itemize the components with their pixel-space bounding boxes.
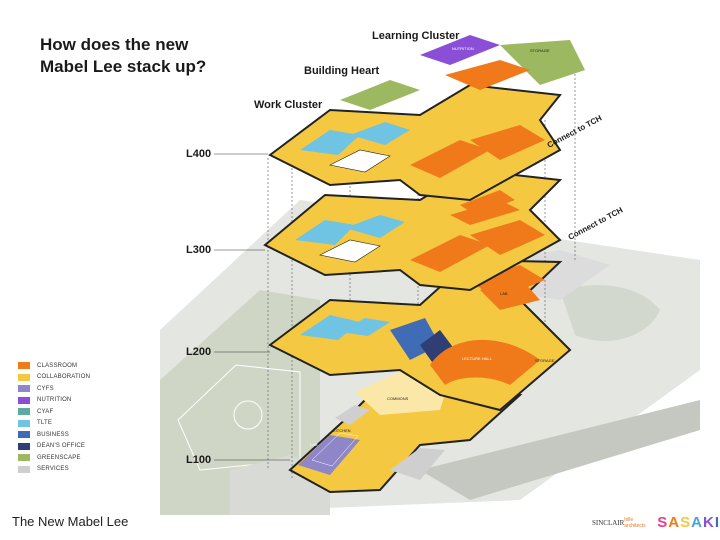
sinclair-logo: SINCLAIR: [592, 518, 625, 527]
legend-label: SERVICES: [37, 466, 69, 473]
legend-swatch: [18, 442, 30, 450]
legend-item: DEAN'S OFFICE: [18, 441, 90, 453]
tlte-zone-l400: [300, 130, 360, 155]
room-label-nutrition: NUTRITION: [452, 46, 474, 51]
legend-label: TLTE: [37, 420, 53, 427]
classroom-zone-l300: [410, 235, 490, 272]
callout-building-heart: Building Heart: [304, 65, 380, 77]
legend-label: NUTRITION: [37, 397, 72, 404]
legend-item: CYFS: [18, 383, 90, 395]
legend-label: GREENSCAPE: [37, 454, 81, 461]
legend-swatch: [18, 362, 30, 370]
plaza-landscape: [560, 285, 660, 341]
room-label-commons: COMMONS: [387, 396, 409, 401]
legend-swatch: [18, 396, 30, 404]
legend-swatch: [18, 408, 30, 416]
room-label-lab-l100: LAB: [310, 442, 318, 447]
level-labels: L400 L300 L200 L100: [186, 148, 290, 466]
sasaki-letter: A: [668, 514, 681, 531]
legend-swatch: [18, 419, 30, 427]
callout-connect-lower: Connect to TCH: [567, 205, 625, 241]
floor-l400: [268, 35, 585, 215]
legend-swatch: [18, 431, 30, 439]
room-label-kitchen: KITCHEN: [333, 428, 351, 433]
room-label-storage-l200: STORAGE: [535, 358, 555, 363]
legend-label: CYFS: [37, 385, 54, 392]
legend-item: BUSINESS: [18, 429, 90, 441]
legend-swatch: [18, 454, 30, 462]
level-label-l100: L100: [186, 454, 211, 466]
building-heart-greenscape: [340, 80, 420, 110]
lecture-hall-zone: [430, 339, 540, 385]
sasaki-letter: S: [680, 514, 692, 531]
footer-title: The New Mabel Lee: [12, 514, 129, 529]
legend-swatch: [18, 373, 30, 381]
legend-item: SERVICES: [18, 464, 90, 476]
level-label-l300: L300: [186, 244, 211, 256]
title-line-1: How does the new: [40, 35, 189, 54]
legend-swatch: [18, 385, 30, 393]
level-label-l200: L200: [186, 346, 211, 358]
legend-label: COLLABORATION: [37, 374, 91, 381]
floor-l200: [268, 258, 572, 412]
kitchen-zone: [335, 405, 370, 425]
sasaki-logo: SASAKI: [657, 514, 720, 531]
classroom-zone-l400: [410, 140, 490, 178]
legend-label: CLASSROOM: [37, 362, 78, 369]
room-labels: NUTRITION STORAGE LAB LECTURE HALL STORA…: [310, 46, 555, 447]
sasaki-letter: K: [702, 514, 715, 531]
legend-label: BUSINESS: [37, 431, 69, 438]
room-label-lecture-hall: LECTURE HALL: [462, 356, 493, 361]
legend-item: CLASSROOM: [18, 360, 90, 372]
legend-label: CYAF: [37, 408, 54, 415]
sasaki-letter: S: [657, 514, 669, 531]
nutrition-zone: [420, 35, 500, 65]
legend-item: CYAF: [18, 406, 90, 418]
firm-logos: SINCLAIR hille architects SASAKI: [592, 514, 720, 531]
room-label-lab-l200: LAB: [500, 291, 508, 296]
hille-logo: hille architects: [624, 516, 646, 529]
room-label-storage-top: STORAGE: [530, 48, 550, 53]
legend-item: COLLABORATION: [18, 372, 90, 384]
learning-cluster-greenscape: [500, 40, 585, 85]
legend-item: NUTRITION: [18, 395, 90, 407]
callout-learning-cluster: Learning Cluster: [372, 30, 460, 42]
tlte-zone-l300: [295, 220, 355, 245]
sasaki-letter: A: [691, 514, 703, 531]
legend-item: TLTE: [18, 418, 90, 430]
callout-connect-upper: Connect to TCH: [546, 113, 604, 149]
legend-item: GREENSCAPE: [18, 452, 90, 464]
level-label-l400: L400: [186, 148, 211, 160]
legend-swatch: [18, 465, 30, 473]
legend-label: DEAN'S OFFICE: [37, 443, 86, 450]
road: [420, 400, 700, 500]
sasaki-letter: I: [714, 514, 720, 531]
page-title: How does the new Mabel Lee stack up?: [40, 34, 206, 78]
callout-work-cluster: Work Cluster: [254, 99, 323, 111]
cyfs-zone: [298, 435, 360, 475]
title-line-2: Mabel Lee stack up?: [40, 57, 207, 76]
legend: CLASSROOM COLLABORATION CYFS NUTRITION CYAF T…: [18, 360, 90, 475]
tlte-zone-l200: [300, 315, 360, 340]
